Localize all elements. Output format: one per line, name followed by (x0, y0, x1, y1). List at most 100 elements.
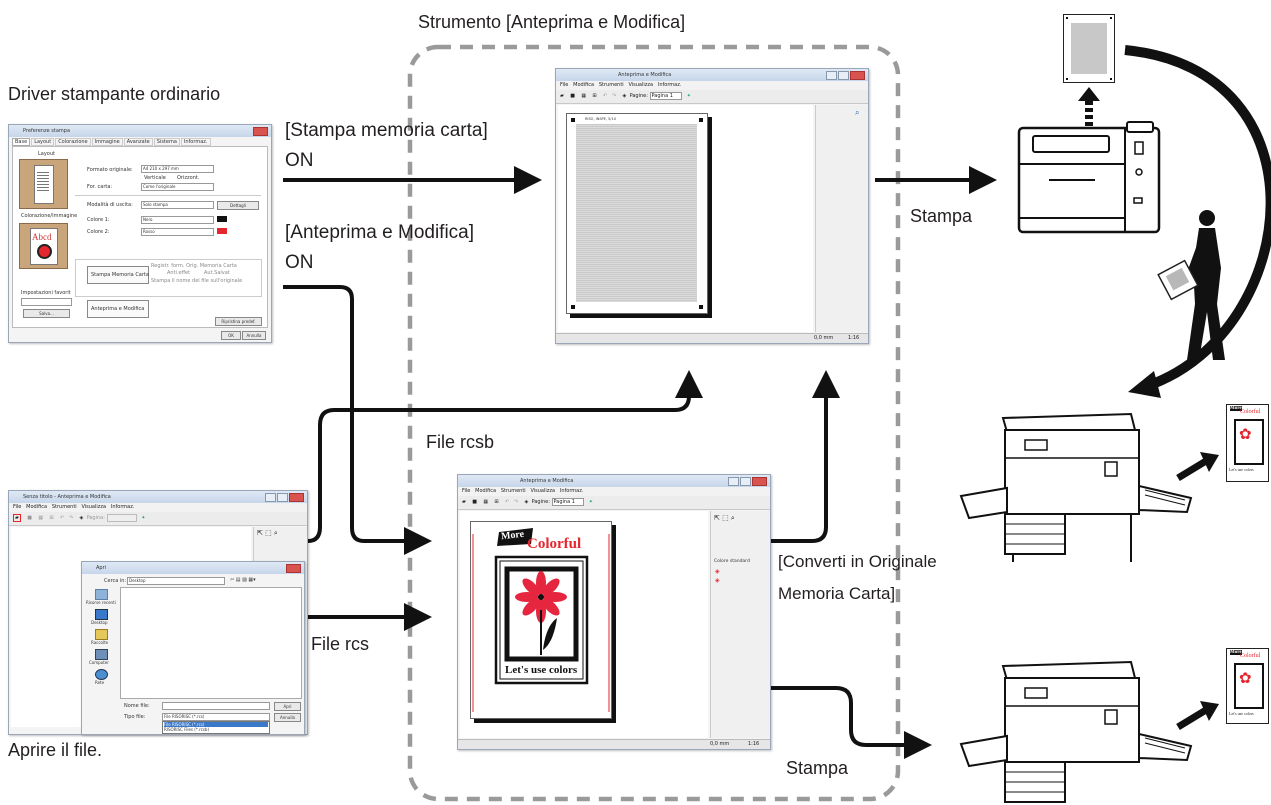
save-button[interactable]: Salva... (23, 309, 70, 318)
redo-icon[interactable]: ↷ (611, 93, 617, 99)
minimize-icon[interactable] (265, 493, 276, 502)
place-libraries[interactable]: Raccolte (91, 640, 109, 645)
tab-informaz[interactable]: Informaz. (180, 138, 211, 146)
tab-sistema[interactable]: Sistema (153, 138, 180, 146)
output-select[interactable]: Solo stampa (141, 201, 214, 209)
close-icon[interactable] (289, 493, 304, 502)
pin-icon[interactable]: ✦ (686, 93, 691, 99)
minimize-icon[interactable] (728, 477, 739, 486)
pages-select[interactable] (106, 514, 137, 522)
color-pen-icon[interactable]: ◈ (715, 568, 720, 575)
redo-icon[interactable]: ↷ (513, 499, 519, 505)
print-icon[interactable]: ▦ (581, 93, 587, 99)
details-button[interactable]: Dettagli (217, 201, 259, 210)
menu-modifica[interactable]: Modifica (26, 504, 48, 510)
orient-horizontal[interactable]: Orizzont. (177, 175, 200, 181)
ok-button[interactable]: OK (221, 331, 241, 340)
close-icon[interactable] (752, 477, 767, 486)
register-all[interactable]: Aut.Salvat (204, 270, 230, 276)
menu-file[interactable]: File (560, 82, 569, 88)
maximize-icon[interactable] (277, 493, 288, 502)
eraser-icon[interactable]: ◈ (79, 515, 84, 521)
restore-defaults-button[interactable]: Ripristina predef. (215, 317, 262, 326)
save-icon[interactable]: ■ (472, 499, 477, 505)
open-folder-icon[interactable]: ▰ (13, 514, 21, 522)
register-auto[interactable]: Anti.effet (167, 270, 191, 276)
place-desktop[interactable]: Desktop (91, 620, 108, 625)
print-icon[interactable]: ▦ (38, 515, 44, 521)
pages-select[interactable]: Pagina 1 (551, 498, 584, 506)
menu-visualizza[interactable]: Visualizza (81, 504, 107, 510)
print-icon[interactable]: ▦ (483, 499, 489, 505)
cancel-button[interactable]: Annulla (242, 331, 266, 340)
menu-visualizza[interactable]: Visualizza (628, 82, 654, 88)
minimize-icon[interactable] (826, 71, 837, 80)
tab-layout[interactable]: Layout (31, 138, 55, 146)
place-recent[interactable]: Risorse recenti (86, 600, 116, 605)
file-type-option-2[interactable]: RISORISC Files (*.rcsb) (164, 727, 210, 732)
recent-places-icon[interactable] (95, 589, 108, 600)
menu-modifica[interactable]: Modifica (475, 488, 497, 494)
color-pen-icon[interactable]: ◈ (715, 577, 720, 584)
paper-memory-checkbox-box[interactable]: Stampa Memoria Carta (87, 266, 149, 284)
pin-icon[interactable]: ✦ (141, 515, 146, 521)
layout-icon[interactable]: ⊞ (592, 93, 597, 99)
eraser-icon[interactable]: ◈ (622, 93, 627, 99)
open-folder-icon[interactable]: ▰ (560, 93, 564, 99)
menu-strumenti[interactable]: Strumenti (51, 504, 77, 510)
select-tools-icons[interactable]: ⇱ ⬚ ⌕ (257, 529, 278, 537)
preview-checkbox-box[interactable]: Anteprima e Modifica (87, 300, 149, 318)
tab-immagine[interactable]: Immagine (91, 138, 123, 146)
menu-modifica[interactable]: Modifica (573, 82, 595, 88)
orig-format-select[interactable]: A4 210 x 297 mm (141, 165, 214, 173)
layout-icon[interactable]: ⊞ (494, 499, 499, 505)
look-in-select[interactable]: Desktop (127, 577, 225, 585)
paper-memory-checkbox[interactable]: Stampa Memoria Carta (91, 272, 149, 278)
paper-format-select[interactable]: Come l'originale (141, 183, 214, 191)
color2-select[interactable]: Rosso (141, 228, 214, 236)
tab-avanzate[interactable]: Avanzate (123, 138, 153, 146)
menu-informaz[interactable]: Informaz. (110, 504, 135, 510)
orient-vertical[interactable]: Verticale (144, 175, 166, 181)
preset-select[interactable] (21, 298, 72, 306)
desktop-icon[interactable] (95, 609, 108, 620)
zoom-icon[interactable]: ⌕ (855, 108, 860, 117)
cancel-button[interactable]: Annulla (274, 713, 301, 722)
menu-file[interactable]: File (462, 488, 471, 494)
nav-icons[interactable]: ⇦ ▤ ▨ ▦▾ (230, 577, 256, 583)
tab-base[interactable]: Base (12, 138, 31, 146)
select-tools-icons[interactable]: ⇱ ⬚ ⌕ (714, 514, 735, 522)
pin-icon[interactable]: ✦ (588, 499, 593, 505)
place-computer[interactable]: Computer (89, 660, 109, 665)
menu-strumenti[interactable]: Strumenti (598, 82, 624, 88)
file-type-select[interactable]: File RISORISC (*.rcs) (162, 713, 270, 721)
save-icon[interactable]: ■ (570, 93, 575, 99)
menu-file[interactable]: File (13, 504, 22, 510)
tab-colorazione[interactable]: Colorazione (55, 138, 91, 146)
libraries-icon[interactable] (95, 629, 108, 640)
layout-icon[interactable]: ⊞ (49, 515, 54, 521)
close-icon[interactable] (286, 564, 301, 573)
open-folder-icon[interactable]: ▰ (462, 499, 466, 505)
menu-informaz[interactable]: Informaz. (657, 82, 682, 88)
maximize-icon[interactable] (838, 71, 849, 80)
open-button[interactable]: Apri (274, 702, 301, 711)
color1-select[interactable]: Nero (141, 216, 214, 224)
pages-select[interactable]: Pagina 1 (649, 92, 682, 100)
preview-checkbox[interactable]: Anteprima e Modifica (91, 306, 145, 312)
maximize-icon[interactable] (740, 477, 751, 486)
menu-visualizza[interactable]: Visualizza (530, 488, 556, 494)
undo-icon[interactable]: ↶ (602, 93, 608, 99)
undo-icon[interactable]: ↶ (504, 499, 510, 505)
menu-strumenti[interactable]: Strumenti (500, 488, 526, 494)
menu-informaz[interactable]: Informaz. (559, 488, 584, 494)
print-name-checkbox[interactable]: Stampa il nome del file sull'originale (151, 278, 243, 284)
save-icon[interactable]: ■ (27, 515, 32, 521)
computer-icon[interactable] (95, 649, 108, 660)
place-network[interactable]: Rete (95, 680, 105, 685)
file-type-option-1[interactable]: File RISORISC (*.rcs) (164, 722, 268, 727)
eraser-icon[interactable]: ◈ (524, 499, 529, 505)
network-icon[interactable] (95, 669, 108, 680)
close-icon[interactable] (253, 127, 268, 136)
file-list[interactable] (120, 587, 302, 699)
